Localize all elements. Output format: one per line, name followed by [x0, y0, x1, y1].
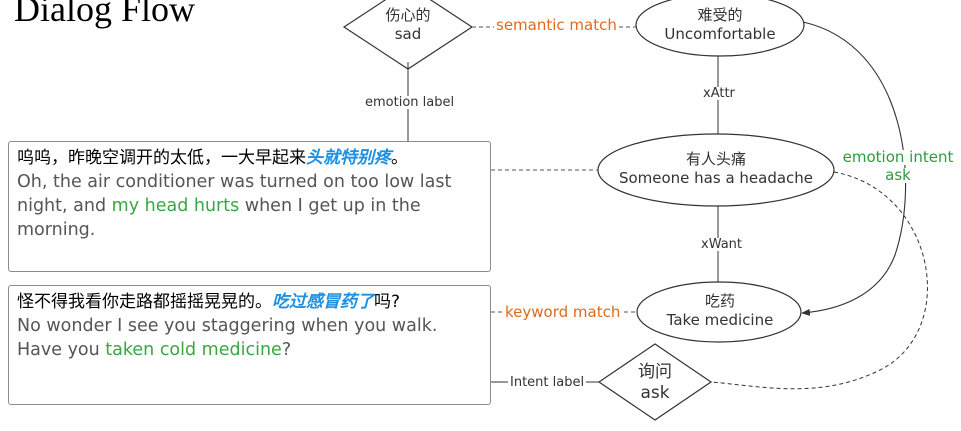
utterance-box-2: 怪不得我看你走路都摇摇晃晃的。吃过感冒药了吗? No wonder I see …: [8, 285, 491, 405]
edge-label-emotion-intent-line1: emotion intent: [838, 150, 958, 165]
utterance-1-zh: 呜呜，昨晚空调开的太低，一大早起来头就特别疼。: [17, 146, 482, 170]
utterance-2-en: No wonder I see you staggering when you …: [17, 314, 482, 362]
utterance-2-zh-keyword: 吃过感冒药了: [272, 292, 374, 312]
node-headache-zh: 有人头痛: [685, 150, 746, 168]
node-sad: 伤心的 sad: [356, 6, 460, 44]
node-ask: 询问 ask: [605, 362, 705, 405]
edge-label-emotion-label: emotion label: [363, 95, 457, 110]
node-medicine: 吃药 Take medicine: [640, 292, 800, 330]
edge-label-semantic-match: semantic match: [494, 16, 619, 34]
utterance-1-zh-post: 。: [391, 148, 408, 168]
node-headache: 有人头痛 Someone has a headache: [600, 150, 832, 188]
utterance-2-zh-post: 吗?: [374, 292, 401, 312]
edge-headache-ask: [710, 171, 928, 390]
edge-label-xwant: xWant: [699, 237, 745, 252]
edge-emotion-intent: [801, 21, 907, 316]
edge-label-emotion-intent: emotion intent ask: [838, 150, 958, 183]
medicine-ellipse: [636, 281, 802, 343]
node-sad-en: sad: [394, 24, 422, 43]
edge-label-xattr: xAttr: [701, 86, 737, 101]
utterance-1-en-post: when I get up in the morning.: [17, 196, 421, 240]
node-ask-en: ask: [640, 383, 670, 404]
utterance-2-en-post: ?: [281, 340, 292, 360]
node-medicine-zh: 吃药: [704, 292, 735, 310]
utterance-2-en-pre: No wonder I see you staggering when you …: [17, 316, 438, 360]
utterance-1-en-pre: Oh, the air conditioner was turned on to…: [17, 172, 452, 216]
utterance-1-en-highlight: my head hurts: [111, 196, 240, 216]
utterance-1-en: Oh, the air conditioner was turned on to…: [17, 170, 482, 242]
ask-diamond: [597, 343, 713, 421]
utterance-box-1: 呜呜，昨晚空调开的太低，一大早起来头就特别疼。 Oh, the air cond…: [8, 141, 491, 272]
edge-label-intent-label: Intent label: [508, 375, 587, 390]
utterance-1-zh-pre: 呜呜，昨晚空调开的太低，一大早起来: [17, 148, 306, 168]
node-uncomfortable-en: Uncomfortable: [664, 24, 776, 43]
utterance-1-zh-keyword: 头就特别疼: [306, 148, 391, 168]
utterance-2-zh-pre: 怪不得我看你走路都摇摇晃晃的。: [17, 292, 272, 312]
node-headache-en: Someone has a headache: [618, 168, 814, 187]
node-uncomfortable: 难受的 Uncomfortable: [640, 6, 800, 44]
node-ask-zh: 询问: [638, 362, 672, 382]
edge-label-emotion-intent-line2: ask: [885, 166, 911, 184]
node-medicine-en: Take medicine: [666, 310, 774, 329]
utterance-2-zh: 怪不得我看你走路都摇摇晃晃的。吃过感冒药了吗?: [17, 290, 482, 314]
uncomfortable-ellipse: [635, 0, 805, 57]
edge-label-keyword-match: keyword match: [503, 303, 623, 321]
diagram-title: Dialog Flow: [14, 0, 196, 29]
utterance-2-en-highlight: taken cold medicine: [105, 340, 282, 360]
node-sad-zh: 伤心的: [385, 6, 431, 24]
node-uncomfortable-zh: 难受的: [697, 6, 743, 24]
